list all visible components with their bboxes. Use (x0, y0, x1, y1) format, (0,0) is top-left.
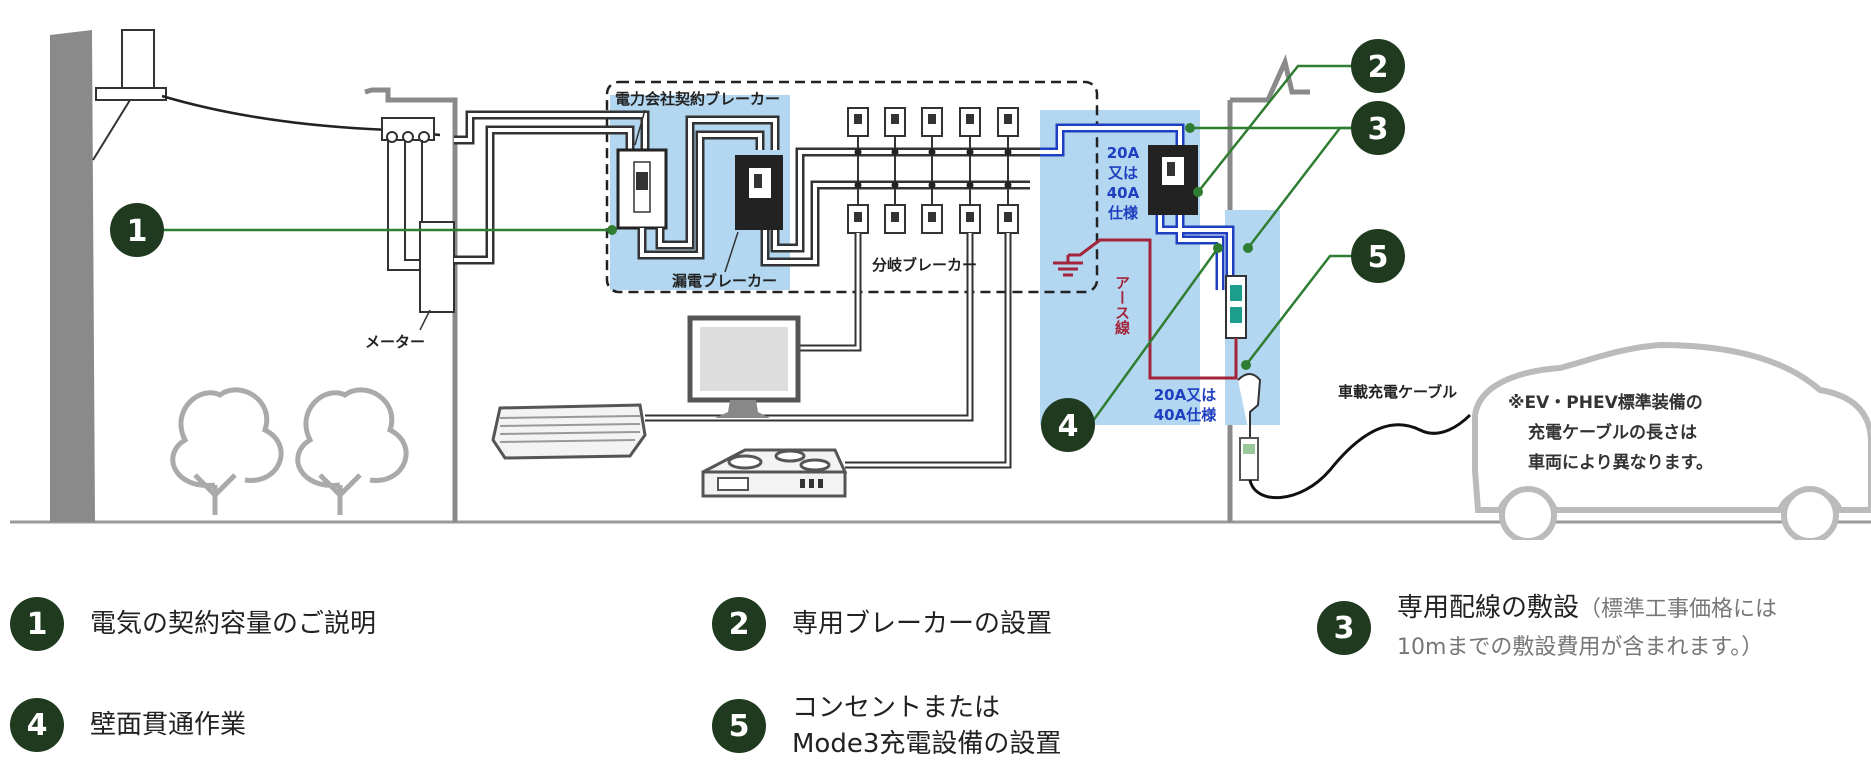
leak-breaker-label: 漏電ブレーカー (672, 272, 777, 290)
cooktop-icon (701, 448, 848, 498)
legend-text-3-note1: （標準工事価格には (1579, 597, 1778, 622)
outlet-box (1225, 275, 1247, 339)
contract-breaker-label: 電力会社契約ブレーカー (615, 90, 780, 108)
wiring-diagram: 1 2 3 4 5 電力会社契約ブレーカー 漏電ブレーカー 分岐ブレーカー メー… (10, 29, 1871, 540)
spec-label-line1: 20A (1107, 144, 1140, 162)
legend-text-3: 専用配線の敷設（標準工事価格には 10mまでの敷設費用が含まれます。） (1397, 590, 1777, 666)
legend-item-3: 3 専用配線の敷設（標準工事価格には 10mまでの敷設費用が含まれます。） (1317, 590, 1777, 666)
branch-breaker-label: 分岐ブレーカー (872, 256, 977, 274)
earth-wire-label: アース線 (1113, 275, 1131, 336)
svg-text:3: 3 (1368, 112, 1389, 147)
car-note-line2: 充電ケーブルの長さは (1528, 422, 1697, 443)
marker-5: 5 (1351, 229, 1405, 283)
car-note-line1: ※EV・PHEV標準装備の (1508, 392, 1703, 413)
legend-text-2: 専用ブレーカーの設置 (792, 609, 1053, 639)
legend-text-3-main: 専用配線の敷設 (1397, 593, 1580, 623)
marker-3: 3 (1351, 101, 1405, 155)
svg-text:5: 5 (1368, 240, 1389, 275)
legend-item-1: 1 電気の契約容量のご説明 (10, 597, 376, 651)
legend-marker-4: 4 (10, 698, 64, 752)
legend-marker-5: 5 (712, 699, 766, 753)
air-conditioner-icon (491, 403, 647, 460)
legend-item-5: 5 コンセントまたは Mode3充電設備の設置 (712, 690, 1061, 762)
spec-label-line3: 40A (1107, 184, 1140, 202)
spec-label-line2: 又は (1108, 164, 1138, 182)
legend-marker-1: 1 (10, 597, 64, 651)
car-note-line3: 車両により異なります。 (1528, 452, 1713, 473)
legend-marker-3: 3 (1317, 601, 1371, 655)
legend-text-1: 電気の契約容量のご説明 (90, 609, 377, 639)
distribution-panel-boundary (605, 80, 1099, 294)
spec-label-line4: 仕様 (1107, 204, 1139, 222)
charging-plug (1237, 373, 1262, 438)
legend-text-4: 壁面貫通作業 (90, 710, 247, 740)
svg-text:1: 1 (127, 214, 148, 249)
ground-symbol-icon (1053, 255, 1083, 277)
legend-marker-2: 2 (712, 597, 766, 651)
svg-text:4: 4 (1058, 409, 1079, 444)
meter-label: メーター (365, 333, 425, 351)
marker-4: 4 (1041, 398, 1095, 452)
earth-wire (1068, 238, 1238, 380)
legend-item-4: 4 壁面貫通作業 (10, 698, 246, 752)
legend-text-3-note2: 10mまでの敷設費用が含まれます。） (1397, 635, 1764, 660)
marker-1: 1 (110, 203, 164, 257)
svg-text:2: 2 (1368, 50, 1389, 85)
insulator (381, 117, 435, 143)
legend-text-5: コンセントまたは Mode3充電設備の設置 (792, 690, 1061, 762)
vehicle-cable (1248, 413, 1472, 500)
spec-bottom-line1: 20A又は (1154, 386, 1216, 404)
tree-icon (170, 387, 409, 515)
utility-pole (50, 30, 95, 522)
vehicle-cable-label: 車載充電ケーブル (1338, 383, 1457, 401)
meter-box (419, 221, 455, 313)
marker-2: 2 (1351, 39, 1405, 93)
tv-icon (687, 315, 801, 418)
legend-text-5-line1: コンセントまたは (792, 693, 1001, 723)
spec-bottom-line2: 40A仕様 (1154, 406, 1217, 424)
legend-text-5-line2: Mode3充電設備の設置 (792, 729, 1062, 759)
legend-item-2: 2 専用ブレーカーの設置 (712, 597, 1052, 651)
